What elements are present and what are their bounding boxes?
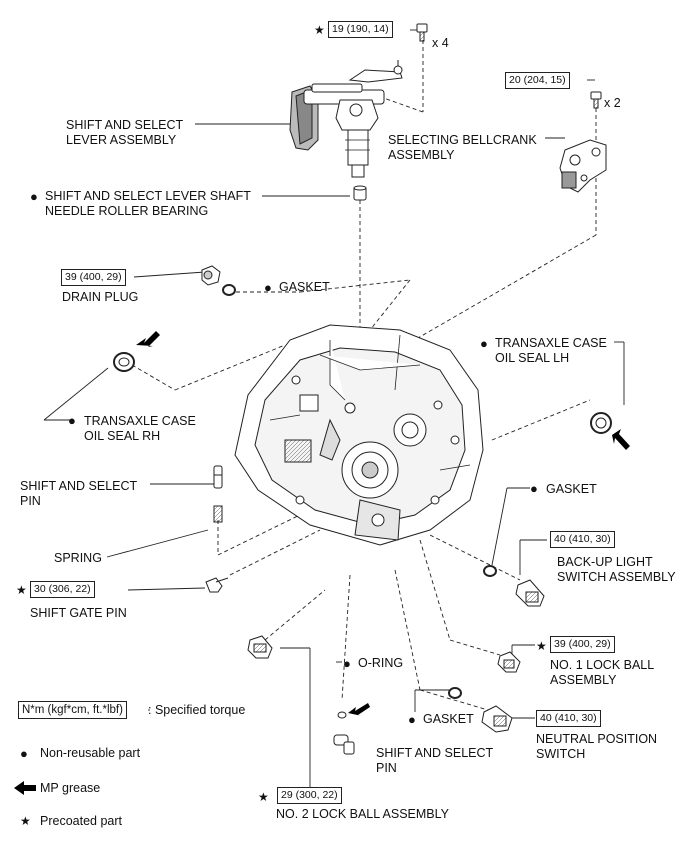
legend-specified-torque: : Specified torque [148, 703, 246, 717]
non-reusable-dot-gasket-top: ● [264, 280, 272, 295]
gasket-right-illustration [483, 565, 497, 577]
no2-lock-ball-illustration [247, 635, 273, 659]
oil-seal-lh-illustration [590, 412, 612, 434]
qty-x4: x 4 [432, 36, 449, 50]
label-shift-select-lever-assembly: SHIFT AND SELECT LEVER ASSEMBLY [66, 118, 184, 147]
o-ring-illustration [337, 711, 347, 719]
shift-gate-pin-illustration [205, 577, 229, 593]
bolt-x2-illustration [590, 91, 602, 109]
legend-dot-icon: ● [20, 746, 28, 761]
legend-mp-grease: MP grease [40, 781, 101, 795]
shift-select-lever-assembly-illustration [289, 60, 403, 178]
drain-plug-illustration [201, 265, 221, 286]
non-reusable-dot-oil-seal-rh: ● [68, 413, 76, 428]
dashed-alignment-lines [131, 40, 597, 711]
torque-callout-neutral-switch: 40 (410, 30) [536, 710, 601, 727]
label-selecting-bellcrank-assembly: SELECTING BELLCRANK ASSEMBLY [388, 133, 537, 162]
gasket-bottom-illustration [448, 687, 462, 699]
gasket-top-illustration [222, 284, 236, 296]
backup-light-switch-illustration [515, 579, 545, 607]
torque-callout-backup-light: 40 (410, 30) [550, 531, 615, 548]
shift-select-pin-bottom-illustration [333, 734, 355, 755]
spring-illustration [213, 505, 223, 523]
label-drain-plug: DRAIN PLUG [62, 290, 139, 304]
legend-star-icon: ★ [20, 814, 31, 828]
precoated-star-t19: ★ [314, 23, 325, 37]
transaxle-case-illustration [234, 324, 484, 546]
torque-callout-no2-lock-ball: 29 (300, 22) [277, 787, 342, 804]
label-backup-light-switch: BACK-UP LIGHT SWITCH ASSEMBLY [557, 555, 676, 584]
label-spring: SPRING [54, 551, 102, 565]
torque-callout-drain-plug: 39 (400, 29) [61, 269, 126, 286]
non-reusable-dot-gasket-right: ● [530, 481, 538, 496]
bolt-x4-illustration [416, 23, 428, 42]
label-oil-seal-rh: TRANSAXLE CASE OIL SEAL RH [84, 414, 196, 443]
label-no1-lock-ball: NO. 1 LOCK BALL ASSEMBLY [550, 658, 655, 687]
torque-callout-bolt-x4: 19 (190, 14) [328, 21, 393, 38]
label-shift-select-pin-bottom: SHIFT AND SELECT PIN [376, 746, 494, 775]
torque-callout-bolt-x2: 20 (204, 15) [505, 72, 570, 89]
label-shift-gate-pin: SHIFT GATE PIN [30, 606, 127, 620]
label-gasket-bottom: GASKET [423, 712, 474, 726]
legend-precoated: Precoated part [40, 814, 122, 828]
label-no2-lock-ball: NO. 2 LOCK BALL ASSEMBLY [276, 807, 449, 821]
non-reusable-dot-oil-seal-lh: ● [480, 336, 488, 351]
label-gasket-right: GASKET [546, 482, 597, 496]
legend-non-reusable: Non-reusable part [40, 746, 141, 760]
torque-callout-no1-lock-ball: 39 (400, 29) [550, 636, 615, 653]
qty-x2: x 2 [604, 96, 621, 110]
precoated-star-t30: ★ [16, 583, 27, 597]
neutral-position-switch-illustration [481, 705, 513, 733]
precoated-star-t39: ★ [536, 639, 547, 653]
label-oil-seal-lh: TRANSAXLE CASE OIL SEAL LH [495, 336, 607, 365]
mp-grease-arrows [136, 331, 630, 716]
non-reusable-dot-gasket-bottom: ● [408, 712, 416, 727]
label-gasket-top: GASKET [279, 280, 330, 294]
torque-callout-shift-gate-pin: 30 (306, 22) [30, 581, 95, 598]
label-shift-select-pin-left: SHIFT AND SELECT PIN [20, 479, 138, 508]
label-neutral-position-switch: NEUTRAL POSITION SWITCH [536, 732, 658, 761]
non-reusable-dot-bearing: ● [30, 189, 38, 204]
label-needle-roller-bearing: SHIFT AND SELECT LEVER SHAFT NEEDLE ROLL… [45, 189, 251, 218]
label-o-ring: O-RING [358, 656, 404, 670]
precoated-star-t29: ★ [258, 790, 269, 804]
needle-roller-bearing-illustration [353, 185, 367, 201]
oil-seal-rh-illustration [113, 352, 135, 372]
legend-grease-arrow [14, 781, 36, 795]
no1-lock-ball-illustration [497, 651, 521, 673]
legend-unit-box: N*m (kgf*cm, ft.*lbf) [18, 701, 127, 719]
shift-select-pin-left-illustration [213, 465, 223, 489]
non-reusable-dot-o-ring: ● [343, 656, 351, 671]
leader-lines [43, 29, 625, 790]
selecting-bellcrank-illustration [559, 139, 607, 193]
